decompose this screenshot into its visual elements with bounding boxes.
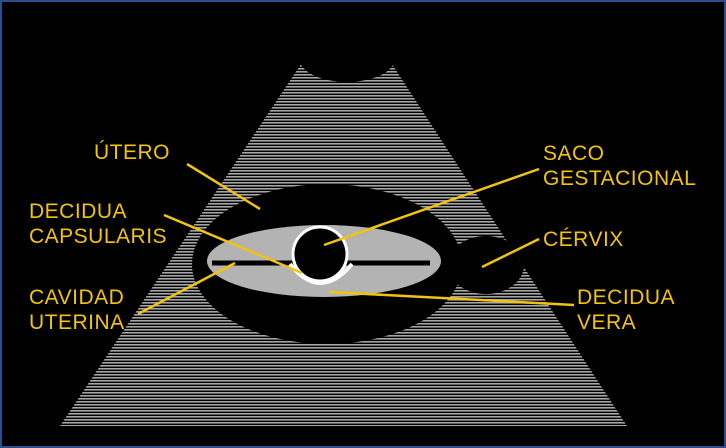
- leader-cervix: [481, 237, 540, 269]
- leader-decidua-capsularis: [163, 213, 303, 275]
- leader-decidua-vera: [328, 290, 575, 307]
- label-cervix: CÉRVIX: [543, 228, 624, 251]
- leader-utero: [186, 162, 261, 211]
- leader-cavidad-uterina: [137, 261, 236, 316]
- leader-saco-gestacional: [323, 167, 540, 247]
- transducer-notch: [299, 34, 395, 82]
- label-cavidad-uterina: CAVIDAD UTERINA: [29, 286, 125, 334]
- label-saco-gestacional: SACO GESTACIONAL: [543, 142, 697, 190]
- label-decidua-capsularis: DECIDUA CAPSULARIS: [29, 200, 168, 248]
- label-decidua-vera: DECIDUA VERA: [577, 286, 676, 334]
- label-utero: ÚTERO: [94, 141, 170, 164]
